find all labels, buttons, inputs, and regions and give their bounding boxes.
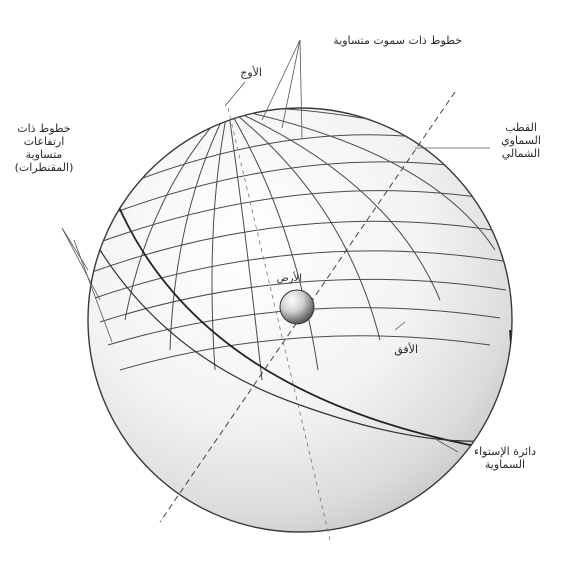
label-azimuth-lines: خطوط ذات سموت متساوية xyxy=(312,34,462,47)
label-north-celestial-pole: القطب السماوي الشمالي xyxy=(490,121,552,160)
label-horizon: الأفق xyxy=(378,343,418,356)
label-altitude-lines: خطوط ذات ارتفاعات متساوية (المقنطرات) xyxy=(0,122,88,174)
label-zenith: الأوج xyxy=(212,66,262,79)
earth-ball xyxy=(280,290,314,324)
label-celestial-equator: دائرة الإستواء السماوية xyxy=(450,445,560,471)
label-earth: الأرض xyxy=(262,272,302,285)
